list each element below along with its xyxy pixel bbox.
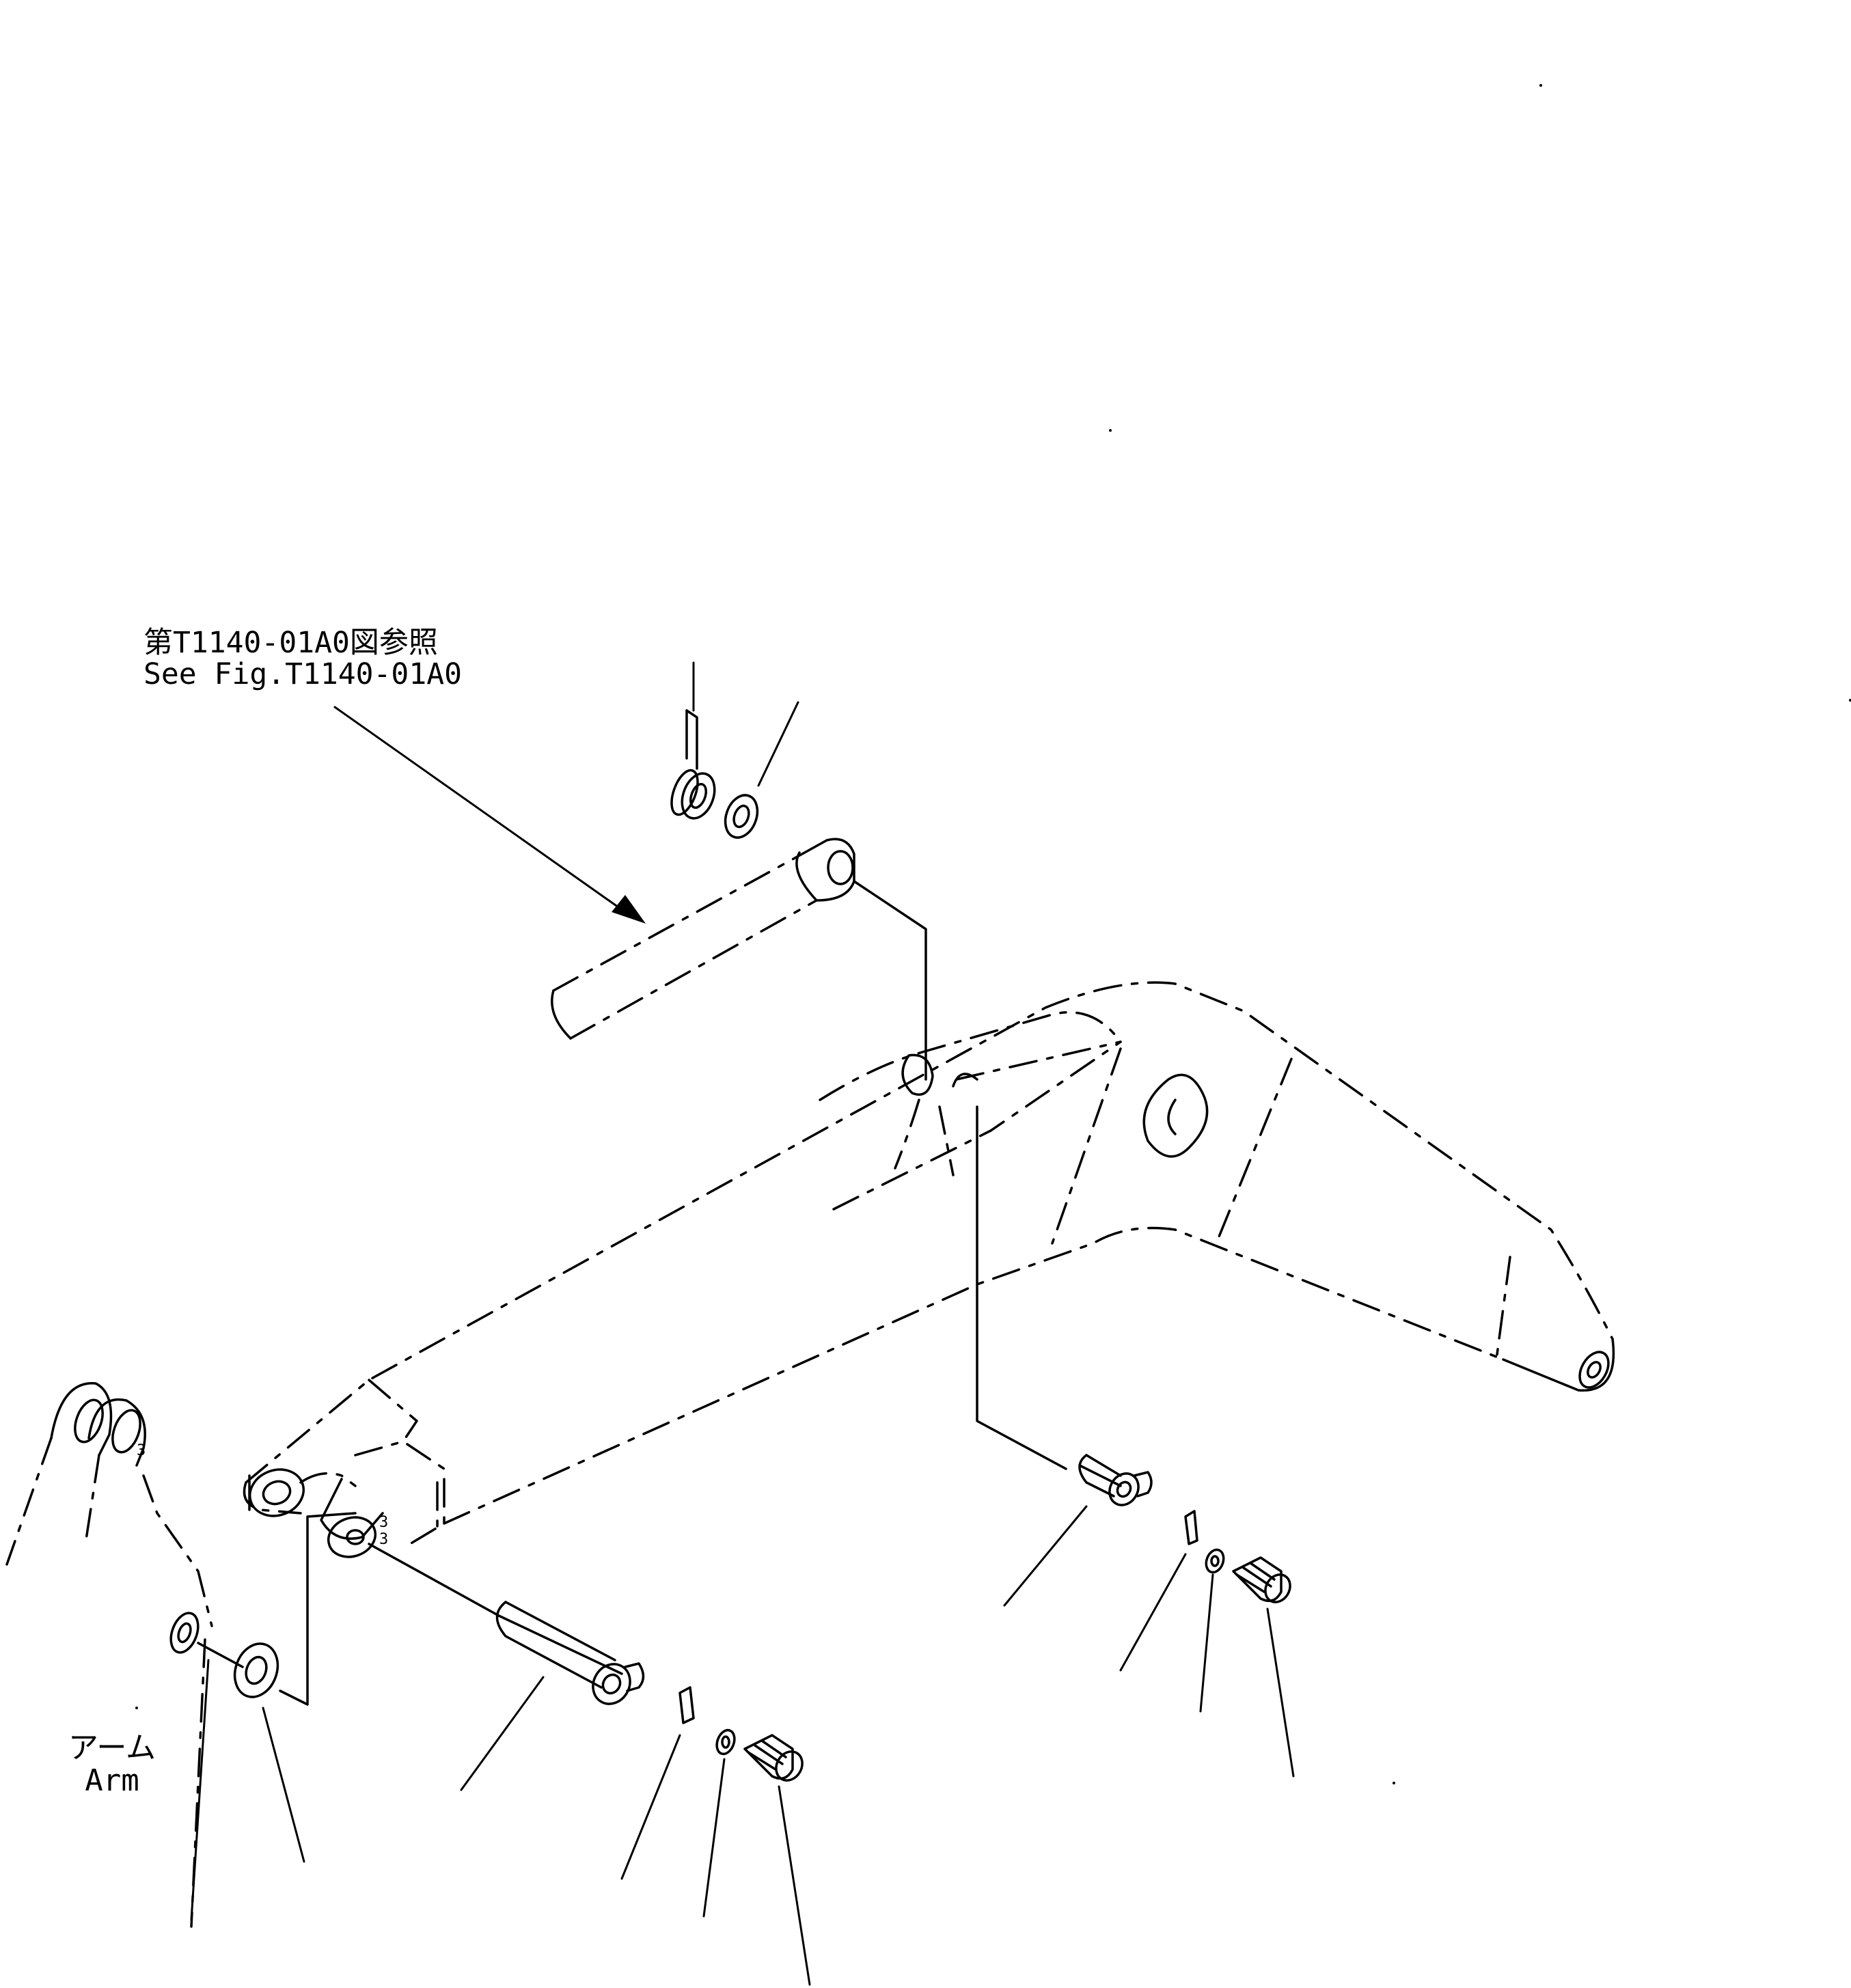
- arm-label: アーム Arm: [68, 1732, 156, 1797]
- upper-washers: [670, 661, 799, 839]
- arm-label-en: Arm: [85, 1763, 139, 1798]
- reference-arrow: [333, 706, 646, 924]
- svg-text:3: 3: [379, 1514, 388, 1531]
- lower-bolt-set: [620, 1686, 811, 1986]
- reference-label-jp: 第T1140-01A0図参照: [143, 626, 438, 660]
- reference-label-en: See Fig.T1140-01A0: [143, 657, 462, 692]
- stray-marks: [135, 84, 1851, 1784]
- cylinder: [551, 838, 855, 1040]
- boom: 3 3: [243, 981, 1615, 1558]
- arm-label-jp: アーム: [68, 1730, 156, 1765]
- svg-text:3: 3: [379, 1531, 388, 1548]
- boom-foot-pin: [368, 1543, 645, 1791]
- cylinder-pin-axis: [853, 880, 927, 1081]
- svg-text:3: 3: [137, 1442, 146, 1459]
- arm: 3: [5, 1382, 213, 1928]
- upper-right-pin: [976, 1105, 1153, 1607]
- reference-label: 第T1140-01A0図参照 See Fig.T1140-01A0: [143, 627, 462, 691]
- upper-bolt-set: [1119, 1510, 1295, 1778]
- arm-washers: [169, 1512, 357, 1921]
